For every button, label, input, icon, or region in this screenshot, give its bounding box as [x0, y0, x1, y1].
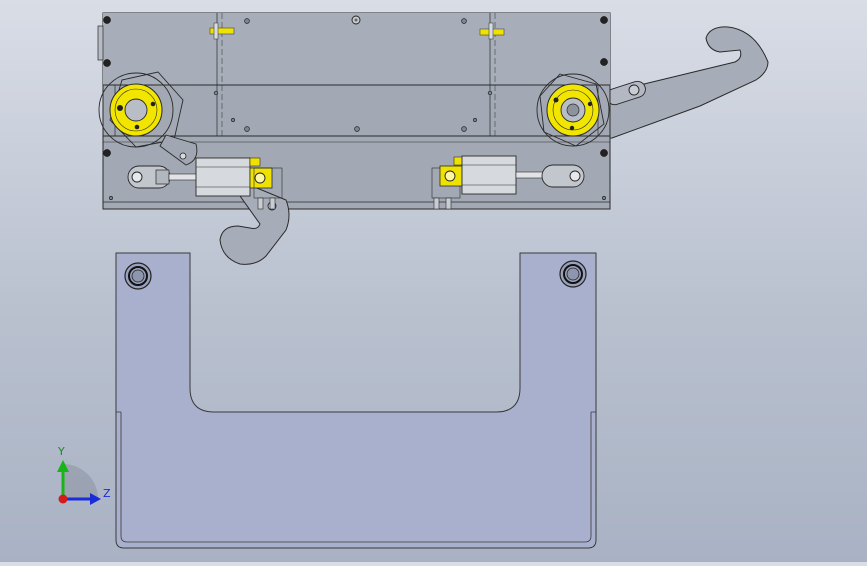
plate-bolt-right	[559, 260, 587, 288]
right-pneumatic-cylinder[interactable]	[431, 155, 585, 210]
corner-bolts	[103, 16, 608, 157]
frame-screws	[109, 18, 606, 200]
left-pneumatic-cylinder[interactable]	[127, 157, 283, 210]
right-guide-block	[479, 22, 505, 40]
left-guide-block	[209, 22, 235, 40]
z-axis-label: Z	[103, 487, 111, 500]
left-yellow-hub	[109, 83, 163, 137]
left-rotary-assembly[interactable]	[98, 71, 198, 166]
axis-triad: Y Z	[57, 445, 111, 505]
right-rotary-assembly[interactable]	[536, 73, 610, 147]
top-center-screw	[351, 15, 361, 25]
right-yellow-hub	[546, 83, 600, 137]
y-axis-label: Y	[57, 445, 65, 458]
z-axis-arrowhead	[90, 493, 101, 505]
right-hook-arm[interactable]	[591, 26, 769, 139]
u-shaped-plate[interactable]	[115, 252, 597, 549]
y-axis-arrowhead	[57, 460, 69, 472]
x-axis-point	[58, 494, 68, 504]
plate-bolt-left	[124, 262, 152, 290]
